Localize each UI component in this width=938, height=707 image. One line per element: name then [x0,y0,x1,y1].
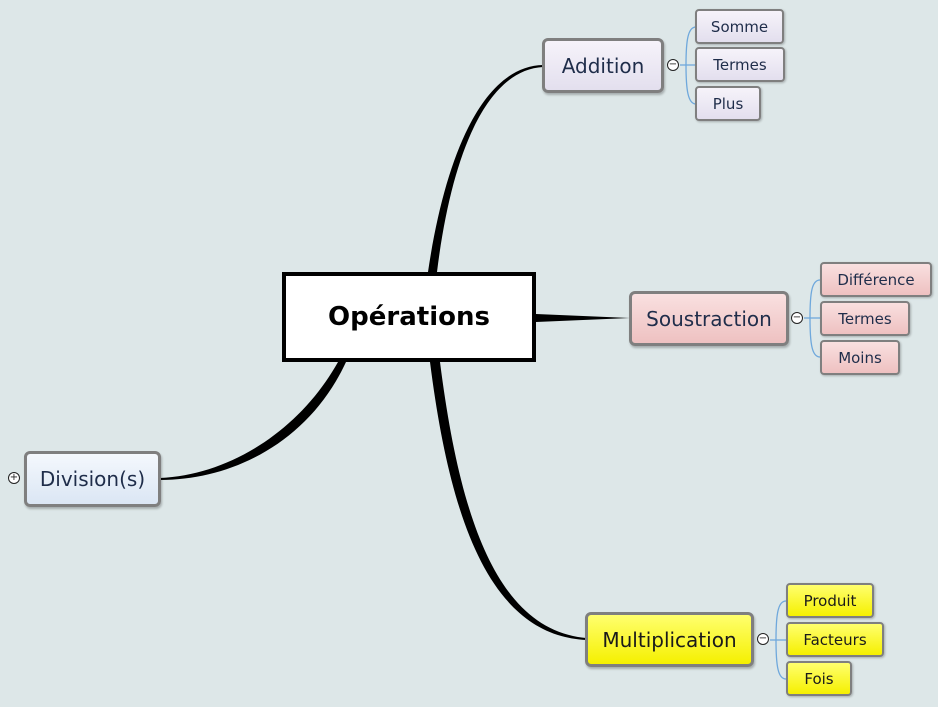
subtopic-label: Termes [838,309,892,328]
subtopic-label: Termes [713,55,767,74]
collapse-icon: − [758,633,768,644]
topic-soustraction[interactable]: Soustraction [629,291,789,346]
expand-icon: + [9,472,19,483]
topic-soustraction-label: Soustraction [646,306,772,331]
connector-division [160,362,346,480]
central-topic[interactable]: Opérations [282,272,536,362]
subtopic-label: Plus [712,94,744,113]
collapse-multiplication-toggle[interactable]: − [757,633,769,645]
topic-multiplication[interactable]: Multiplication [585,612,754,667]
connector-soustraction [536,314,630,322]
topic-division-label: Division(s) [39,467,146,491]
collapse-addition-toggle[interactable]: − [667,59,679,71]
collapse-icon: − [668,59,678,70]
subtopic-moins[interactable]: Moins [820,340,900,375]
topic-multiplication-label: Multiplication [602,627,737,652]
subtopic-label: Moins [838,348,882,367]
subtopic-facteurs[interactable]: Facteurs [786,622,884,657]
subtopic-produit[interactable]: Produit [786,583,874,618]
subtopic-label: Fois [804,669,834,688]
collapse-soustraction-toggle[interactable]: − [791,312,803,324]
subtopic-label: Différence [837,270,915,289]
central-topic-label: Opérations [328,302,490,332]
subtopic-label: Produit [803,591,857,610]
addition-sub-connectors [680,26,697,105]
subtopic-label: Facteurs [803,630,867,649]
collapse-icon: − [792,312,802,323]
subtopic-termes-addition[interactable]: Termes [695,47,785,82]
subtopic-label: Somme [710,17,769,36]
connector-addition [428,65,543,272]
soustraction-sub-connectors [804,279,821,358]
subtopic-difference[interactable]: Différence [820,262,932,297]
subtopic-fois[interactable]: Fois [786,661,852,696]
multiplication-sub-connectors [770,600,787,680]
subtopic-somme[interactable]: Somme [695,9,784,44]
connector-multiplication [430,362,586,640]
topic-addition-label: Addition [561,53,645,78]
topic-division[interactable]: Division(s) [24,451,161,507]
subtopic-termes-soustraction[interactable]: Termes [820,301,910,336]
topic-addition[interactable]: Addition [542,38,664,93]
subtopic-plus[interactable]: Plus [695,86,761,121]
expand-division-toggle[interactable]: + [8,472,20,484]
